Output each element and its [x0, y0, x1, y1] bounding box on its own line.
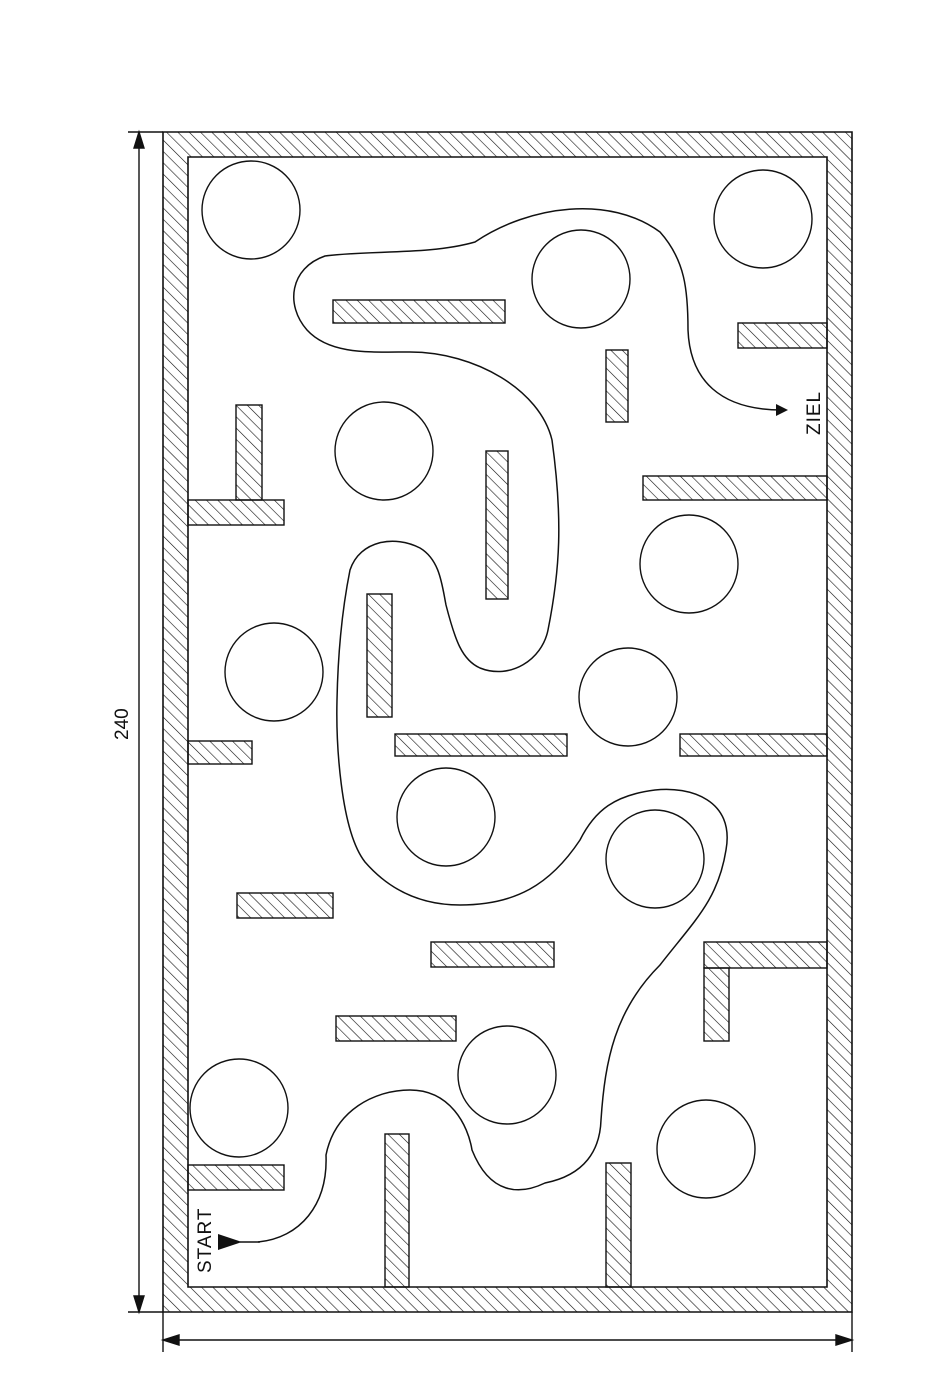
inner-walls	[188, 300, 827, 1287]
start-label: START	[195, 1207, 216, 1273]
ball-circle	[225, 623, 323, 721]
wall	[333, 300, 505, 323]
ball-circle	[714, 170, 812, 268]
ball-circle	[579, 648, 677, 746]
wall	[188, 500, 284, 525]
start-arrow-icon	[218, 1234, 242, 1250]
wall	[385, 1134, 409, 1287]
ball-circle	[657, 1100, 755, 1198]
horizontal-dimension	[163, 1312, 852, 1352]
wall	[188, 1165, 284, 1190]
ball-circle	[640, 515, 738, 613]
wall	[236, 405, 262, 500]
ball-circle	[335, 402, 433, 500]
goal-label: ZIEL	[804, 391, 825, 435]
ball-circle	[397, 768, 495, 866]
ball-circle	[202, 161, 300, 259]
wall	[704, 942, 827, 968]
route-path	[258, 209, 782, 1242]
wall	[704, 968, 729, 1041]
wall	[606, 350, 628, 422]
wall	[237, 893, 333, 918]
wall	[680, 734, 827, 756]
ball-circle	[606, 810, 704, 908]
ball-circle	[458, 1026, 556, 1124]
ball-circle	[190, 1059, 288, 1157]
wall	[738, 323, 827, 348]
outer-wall	[163, 132, 852, 1312]
wall	[643, 476, 827, 500]
wall	[395, 734, 567, 756]
vertical-dimension	[128, 132, 163, 1312]
wall	[188, 741, 252, 764]
wall	[336, 1016, 456, 1041]
dimension-label: 240	[112, 708, 133, 740]
wall	[431, 942, 554, 967]
wall	[606, 1163, 631, 1287]
wall	[367, 594, 392, 717]
ball-circle	[532, 230, 630, 328]
wall	[486, 451, 508, 599]
